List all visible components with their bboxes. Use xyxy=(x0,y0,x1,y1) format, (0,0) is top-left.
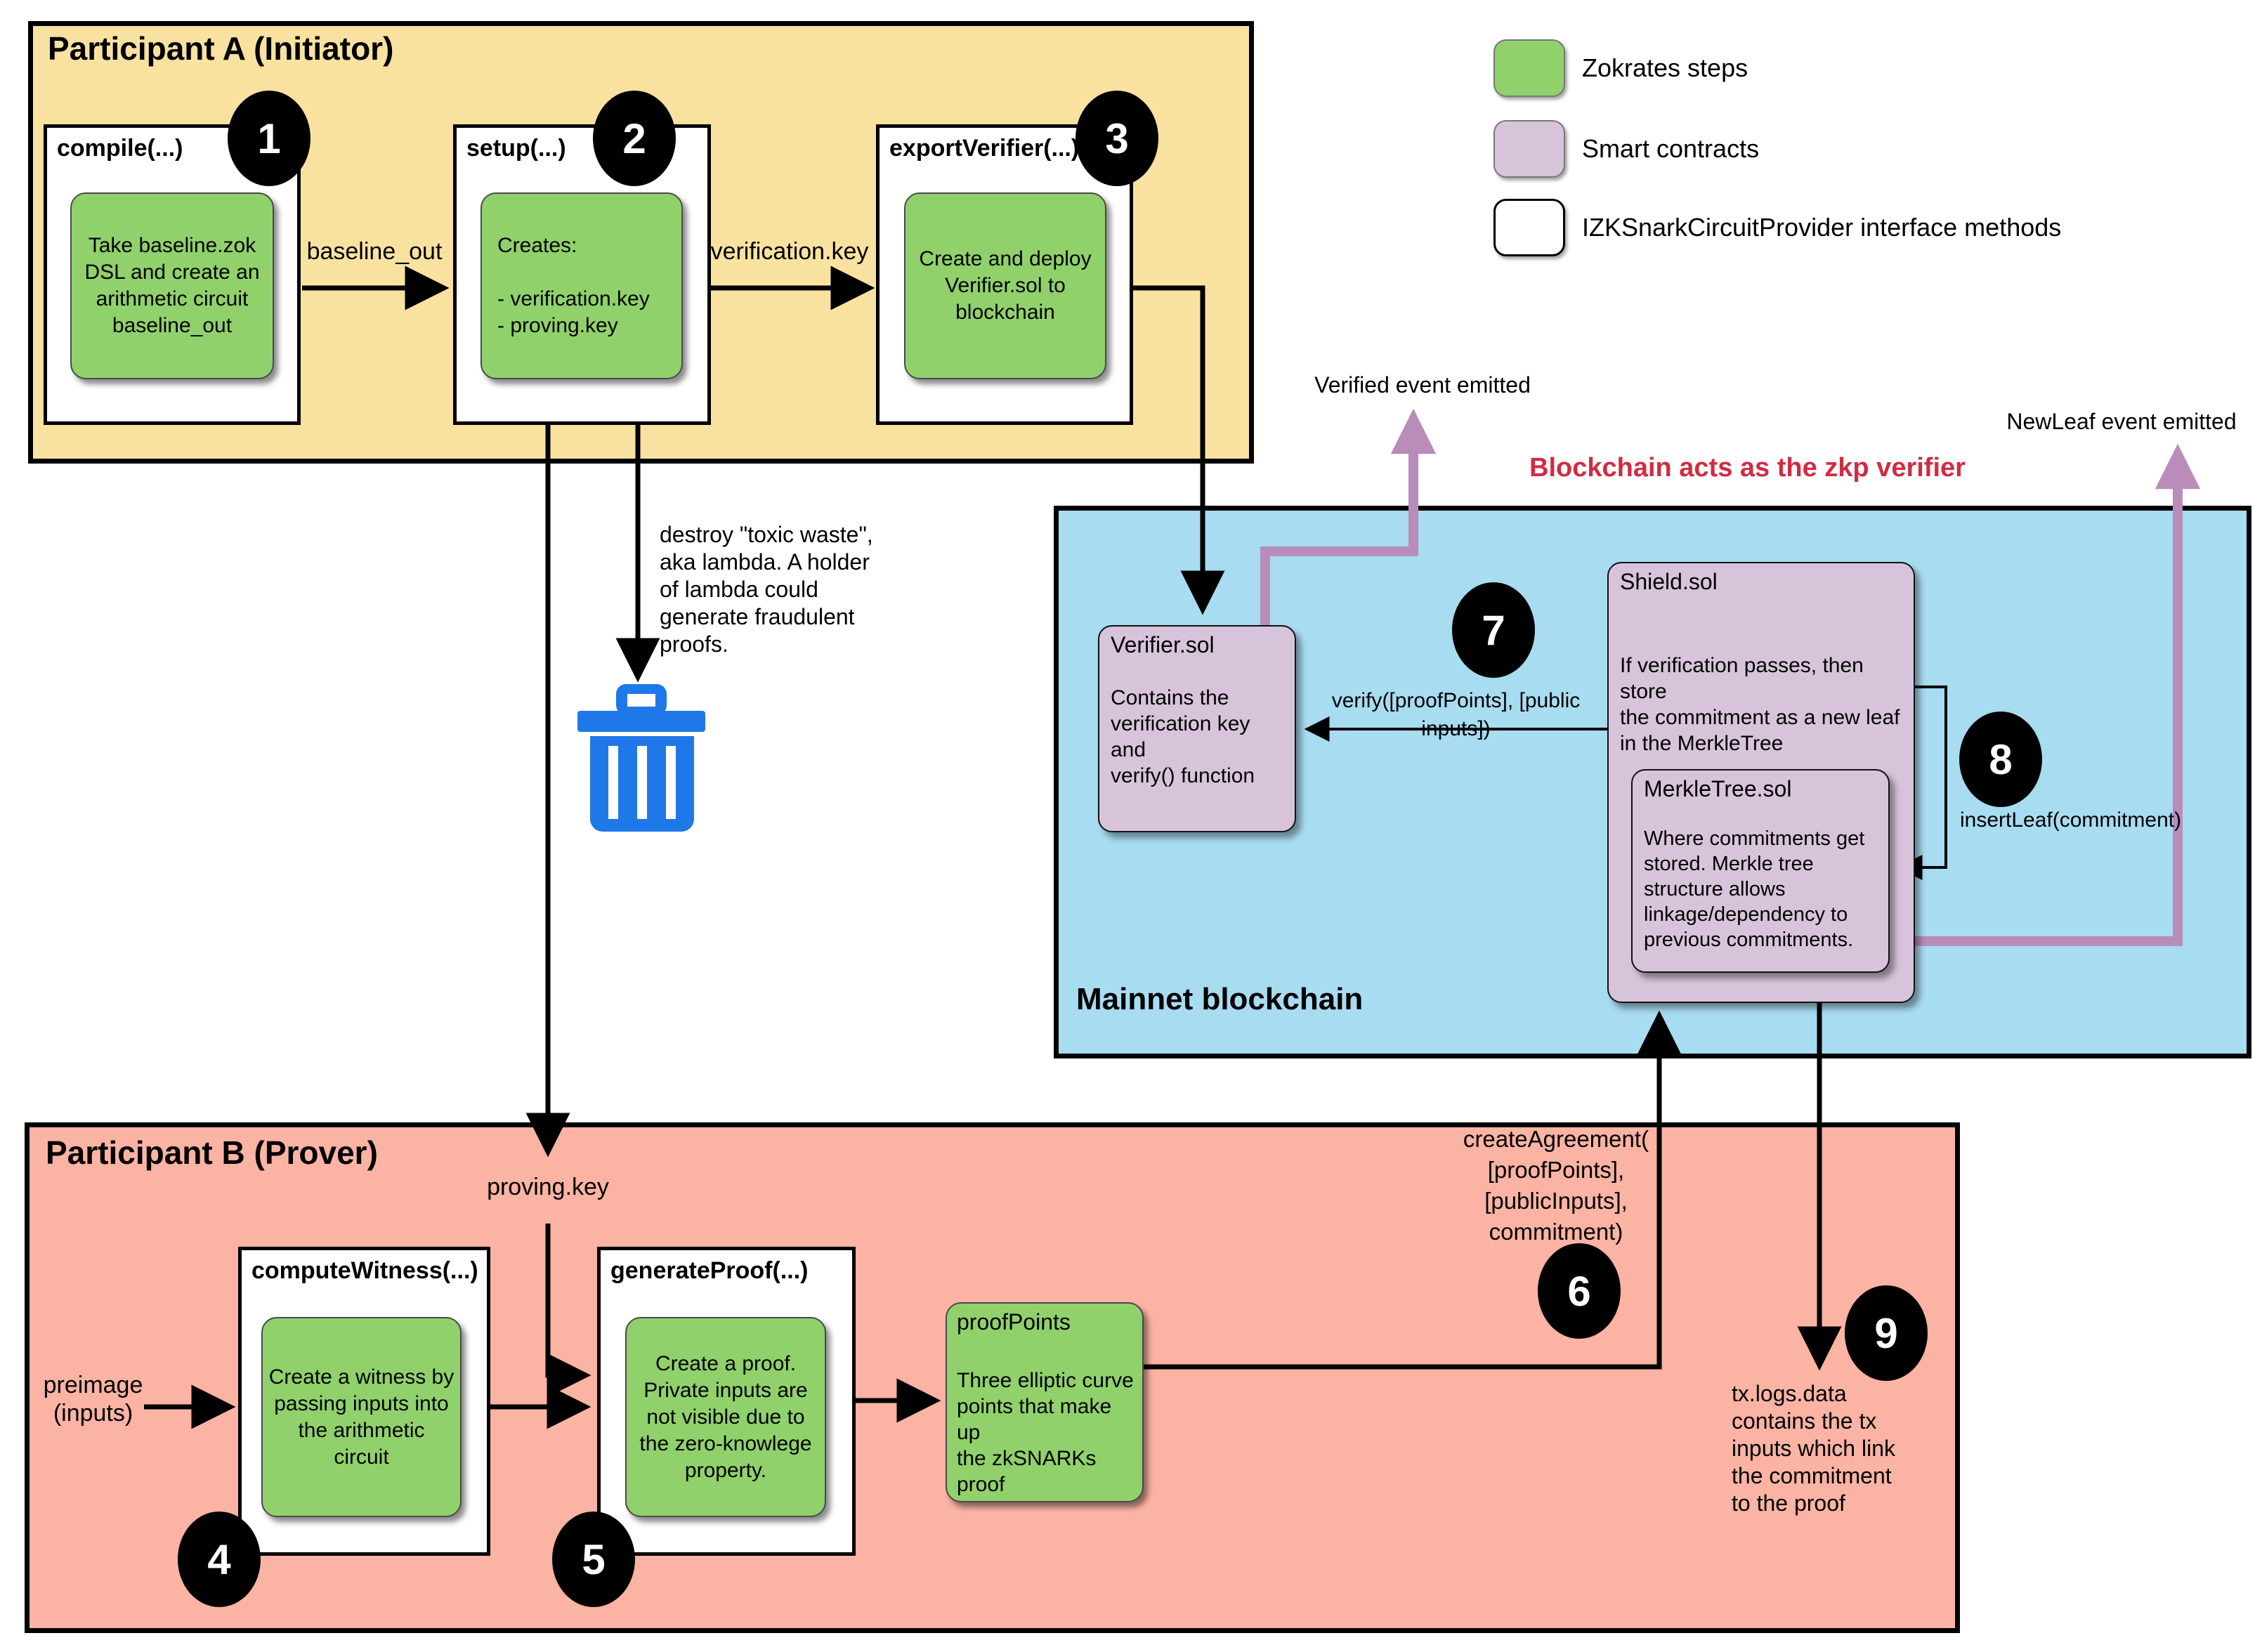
step-badge-6: 6 xyxy=(1538,1243,1621,1339)
preimage-label: preimage (inputs) xyxy=(43,1372,143,1427)
proofpoints-name: proofPoints xyxy=(957,1309,1071,1335)
setup-method-title: setup(...) xyxy=(466,135,566,162)
merkletree-contract-name: MerkleTree.sol xyxy=(1644,776,1792,801)
computewitness-method-title: computeWitness(...) xyxy=(251,1257,478,1284)
merkletree-contract-desc: Where commitments get stored. Merkle tre… xyxy=(1644,827,1865,951)
step-badge-5: 5 xyxy=(552,1512,635,1607)
insertleaf-call-label: insertLeaf(commitment) xyxy=(1960,808,2182,832)
proving-key-label: proving.key xyxy=(487,1174,609,1200)
trash-icon xyxy=(577,684,705,832)
shield-contract-name: Shield.sol xyxy=(1620,569,1718,594)
step-badge-2: 2 xyxy=(593,91,676,186)
verifier-contract-box: Verifier.sol Contains the verification k… xyxy=(1098,625,1296,832)
exportverifier-method-title: exportVerifier(...) xyxy=(889,135,1080,162)
mainnet-title: Mainnet blockchain xyxy=(1076,982,1364,1016)
legend-swatch-interface xyxy=(1493,199,1565,256)
generateproof-method-title: generateProof(...) xyxy=(610,1257,809,1284)
step-badge-1: 1 xyxy=(228,91,310,186)
step-badge-4: 4 xyxy=(178,1512,261,1607)
newleaf-event-label: NewLeaf event emitted xyxy=(2006,409,2237,434)
blockchain-heading: Blockchain acts as the zkp verifier xyxy=(1529,453,1966,483)
participant-a-title: Participant A (Initiator) xyxy=(48,30,394,67)
verified-event-label: Verified event emitted xyxy=(1314,372,1531,398)
verifier-contract-name: Verifier.sol xyxy=(1111,632,1215,657)
computewitness-note: Create a witness by passing inputs into … xyxy=(261,1317,462,1517)
legend-swatch-contracts xyxy=(1493,120,1565,178)
verify-call-label: verify([proofPoints], [public inputs]) xyxy=(1331,689,1581,740)
legend-label-contracts: Smart contracts xyxy=(1582,134,1760,163)
generateproof-note: Create a proof. Private inputs are not v… xyxy=(625,1317,826,1517)
step-badge-8: 8 xyxy=(1959,712,2042,807)
verifier-contract-desc: Contains the verification key and verify… xyxy=(1111,686,1255,787)
toxic-waste-note: destroy "toxic waste", aka lambda. A hol… xyxy=(660,522,873,657)
legend-label-interface: IZKSnarkCircuitProvider interface method… xyxy=(1582,213,2062,242)
merkletree-contract-box: MerkleTree.sol Where commitments get sto… xyxy=(1631,769,1890,973)
exportverifier-note: Create and deploy Verifier.sol to blockc… xyxy=(904,192,1106,379)
txlogs-note: tx.logs.data contains the tx inputs whic… xyxy=(1732,1381,1895,1516)
compile-method-title: compile(...) xyxy=(57,135,183,162)
baseline-out-label: baseline_out xyxy=(306,238,443,265)
proofpoints-box: proofPoints Three elliptic curve points … xyxy=(946,1302,1144,1502)
step-badge-9: 9 xyxy=(1845,1285,1928,1381)
createagreement-call-label: createAgreement( [proofPoints], [publicI… xyxy=(1463,1126,1649,1245)
setup-note: Creates: - verification.key - proving.ke… xyxy=(480,192,683,379)
proofpoints-desc: Three elliptic curve points that make up… xyxy=(957,1369,1134,1496)
participant-b-title: Participant B (Prover) xyxy=(46,1134,378,1171)
verification-key-label: verification.key xyxy=(710,238,869,265)
compile-note: Take baseline.zok DSL and create an arit… xyxy=(70,192,274,379)
step-badge-7: 7 xyxy=(1452,582,1535,678)
shield-contract-desc: If verification passes, then store the c… xyxy=(1620,654,1900,755)
legend-swatch-zokrates xyxy=(1493,39,1565,97)
step-badge-3: 3 xyxy=(1076,91,1158,186)
legend-label-zokrates: Zokrates steps xyxy=(1582,53,1748,82)
